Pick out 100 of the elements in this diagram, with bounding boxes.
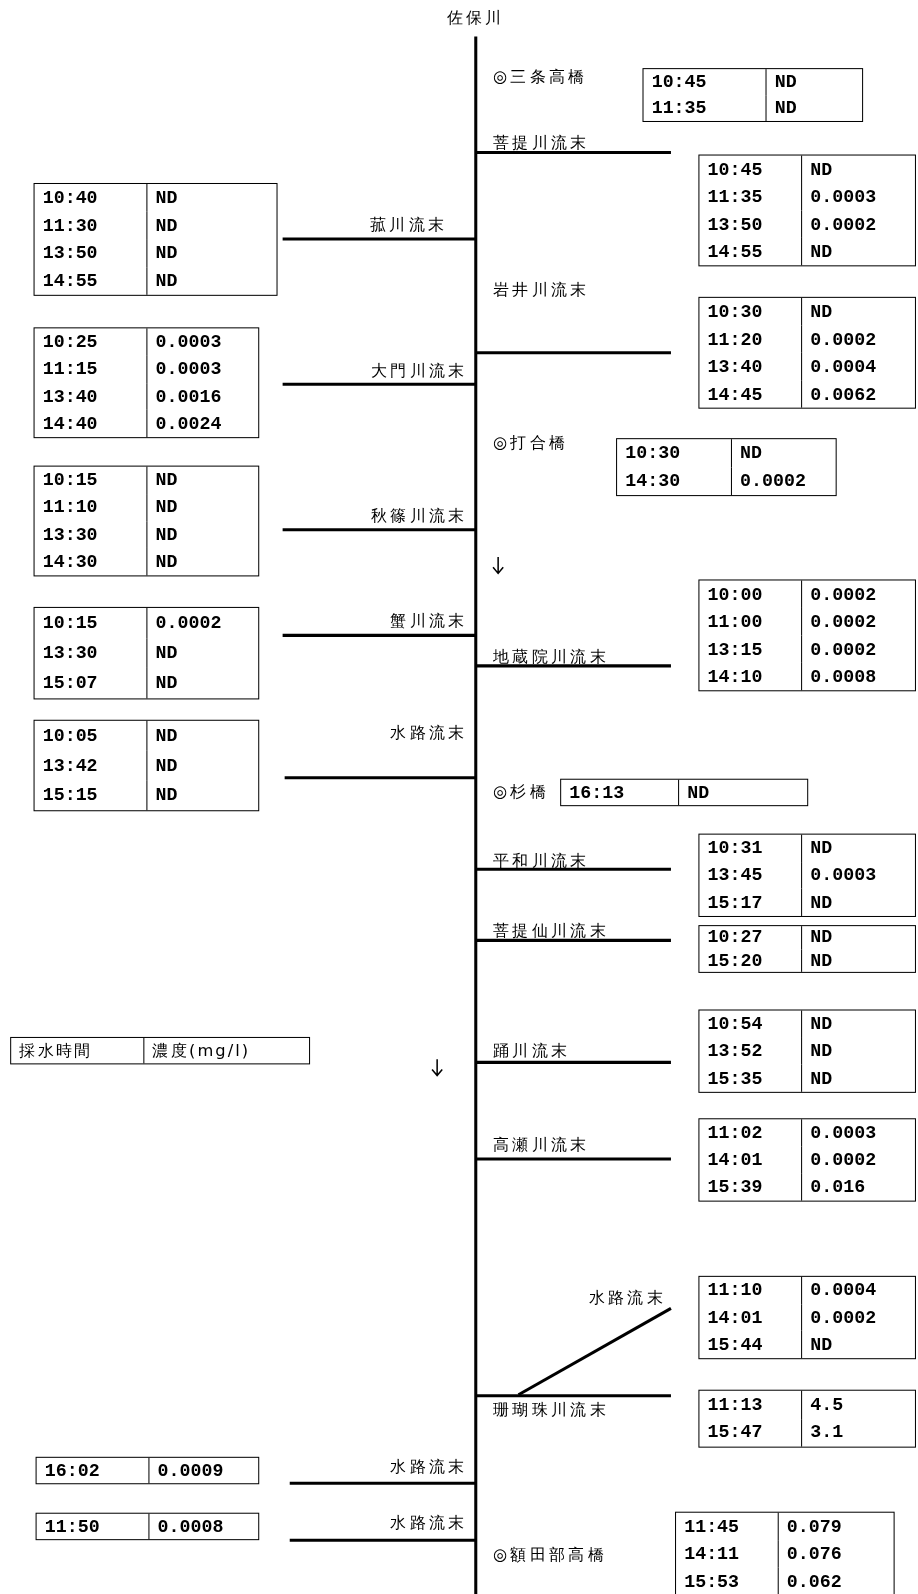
site-name: 水路流末 (390, 1514, 468, 1531)
site-name: 大門川流末 (371, 362, 468, 380)
sampling-time: 13:50 (706, 213, 764, 237)
sampling-time: 13:52 (706, 1040, 764, 1064)
data-table (616, 438, 837, 497)
concentration-value: 0.0003 (146, 355, 259, 383)
sampling-time: 11:10 (706, 1279, 764, 1303)
concentration-value: ND (146, 267, 277, 295)
sampling-time: 13:40 (706, 355, 764, 379)
sampling-time: 14:10 (706, 665, 764, 689)
sampling-time: 11:35 (706, 185, 764, 209)
concentration-value: ND (765, 69, 863, 96)
data-table (35, 1456, 260, 1485)
site-name: 菩提川流末 (493, 135, 590, 152)
concentration-value: ND (146, 668, 259, 699)
concentration-value: ND (765, 95, 863, 121)
sampling-time: 15:39 (706, 1175, 764, 1200)
site-name: 珊瑚珠川流末 (493, 1401, 609, 1419)
site-name: 秋篠川流末 (371, 507, 468, 524)
site-name: 菩提仙川流末 (493, 923, 609, 940)
data-table (698, 296, 916, 409)
sampling-time: 10:30 (624, 442, 682, 466)
data-table (698, 1275, 916, 1360)
sampling-time: 15:53 (683, 1570, 741, 1594)
sampling-time: 15:17 (706, 891, 764, 915)
sampling-time: 11:02 (706, 1121, 764, 1145)
concentration-value: ND (801, 1010, 915, 1038)
concentration-value: 0.076 (777, 1540, 894, 1568)
concentration-value: 0.0002 (146, 607, 259, 639)
concentration-value: ND (801, 155, 915, 183)
concentration-value: ND (146, 493, 259, 521)
concentration-value: ND (801, 926, 915, 949)
concentration-value: 0.0003 (801, 183, 915, 211)
site-name: 蟹川流末 (390, 613, 468, 630)
concentration-value: 0.0003 (801, 1119, 915, 1147)
sampling-time: 14:11 (683, 1542, 741, 1567)
concentration-value: 0.0024 (146, 409, 259, 438)
concentration-value: ND (730, 439, 836, 468)
sampling-time: 13:40 (41, 385, 99, 409)
sampling-time: 11:13 (706, 1393, 764, 1417)
concentration-value: 0.079 (777, 1512, 894, 1541)
concentration-value: ND (146, 521, 259, 549)
sampling-time: 13:42 (41, 754, 99, 778)
data-table (642, 68, 864, 122)
concentration-value: ND (146, 750, 259, 781)
concentration-value: 0.0003 (146, 328, 259, 356)
concentration-value: ND (801, 297, 915, 326)
sampling-time: 14:45 (706, 382, 764, 407)
concentration-value: ND (146, 239, 277, 268)
concentration-value: 0.0004 (801, 1276, 915, 1304)
concentration-value: 0.0008 (148, 1513, 259, 1540)
data-table (698, 1389, 916, 1448)
concentration-value: ND (146, 184, 277, 212)
data-table (698, 833, 916, 917)
sampling-time: 11:15 (41, 358, 99, 382)
site-name: 菰川流末 (370, 216, 448, 233)
sampling-time: 13:50 (41, 242, 99, 266)
concentration-value: ND (801, 1064, 915, 1092)
sampling-time: 10:45 (650, 70, 708, 95)
sampling-time: 13:30 (41, 642, 99, 666)
concentration-value: ND (801, 1331, 915, 1359)
sampling-time: 15:47 (706, 1421, 764, 1445)
site-name: ◎杉橋 (493, 783, 549, 801)
sampling-time: 13:30 (41, 523, 99, 547)
concentration-value: 3.1 (801, 1418, 915, 1447)
concentration-value: ND (146, 466, 259, 494)
site-name: ◎三条高橋 (493, 69, 588, 86)
concentration-value: 0.0002 (801, 325, 915, 353)
site-name: 水路流末 (588, 1290, 666, 1307)
data-table (33, 606, 260, 700)
data-table (698, 154, 916, 267)
data-table (560, 778, 809, 807)
sampling-time: 10:30 (706, 300, 764, 324)
concentration-value: ND (801, 888, 915, 916)
data-table (675, 1511, 895, 1594)
sampling-time: 15:20 (706, 949, 764, 972)
sampling-time: 14:55 (41, 269, 99, 294)
concentration-value: ND (146, 211, 277, 240)
concentration-value: ND (678, 779, 808, 806)
sampling-time: 10:27 (706, 926, 764, 949)
sampling-time: 10:40 (41, 186, 99, 210)
site-name: 地蔵院川流末 (493, 648, 609, 665)
sampling-time: 14:30 (624, 469, 682, 494)
sampling-time: 10:05 (41, 724, 99, 748)
concentration-value: 0.062 (777, 1567, 894, 1594)
concentration-value: ND (801, 949, 915, 972)
site-name: 水路流末 (390, 724, 468, 742)
sampling-time: 15:07 (41, 672, 99, 696)
sampling-time: 11:00 (706, 610, 764, 634)
sampling-time: 11:10 (41, 496, 99, 520)
concentration-value: 0.0062 (801, 380, 915, 408)
site-name: 平和川流末 (493, 852, 590, 870)
concentration-value: 0.0002 (801, 1303, 915, 1332)
concentration-value: ND (146, 638, 259, 669)
site-name: 岩井川流末 (493, 281, 590, 298)
concentration-value: ND (801, 1037, 915, 1065)
data-table (33, 327, 260, 439)
concentration-value: 0.0002 (801, 210, 915, 238)
sampling-time: 15:35 (706, 1067, 764, 1091)
sampling-time: 14:30 (41, 550, 99, 574)
